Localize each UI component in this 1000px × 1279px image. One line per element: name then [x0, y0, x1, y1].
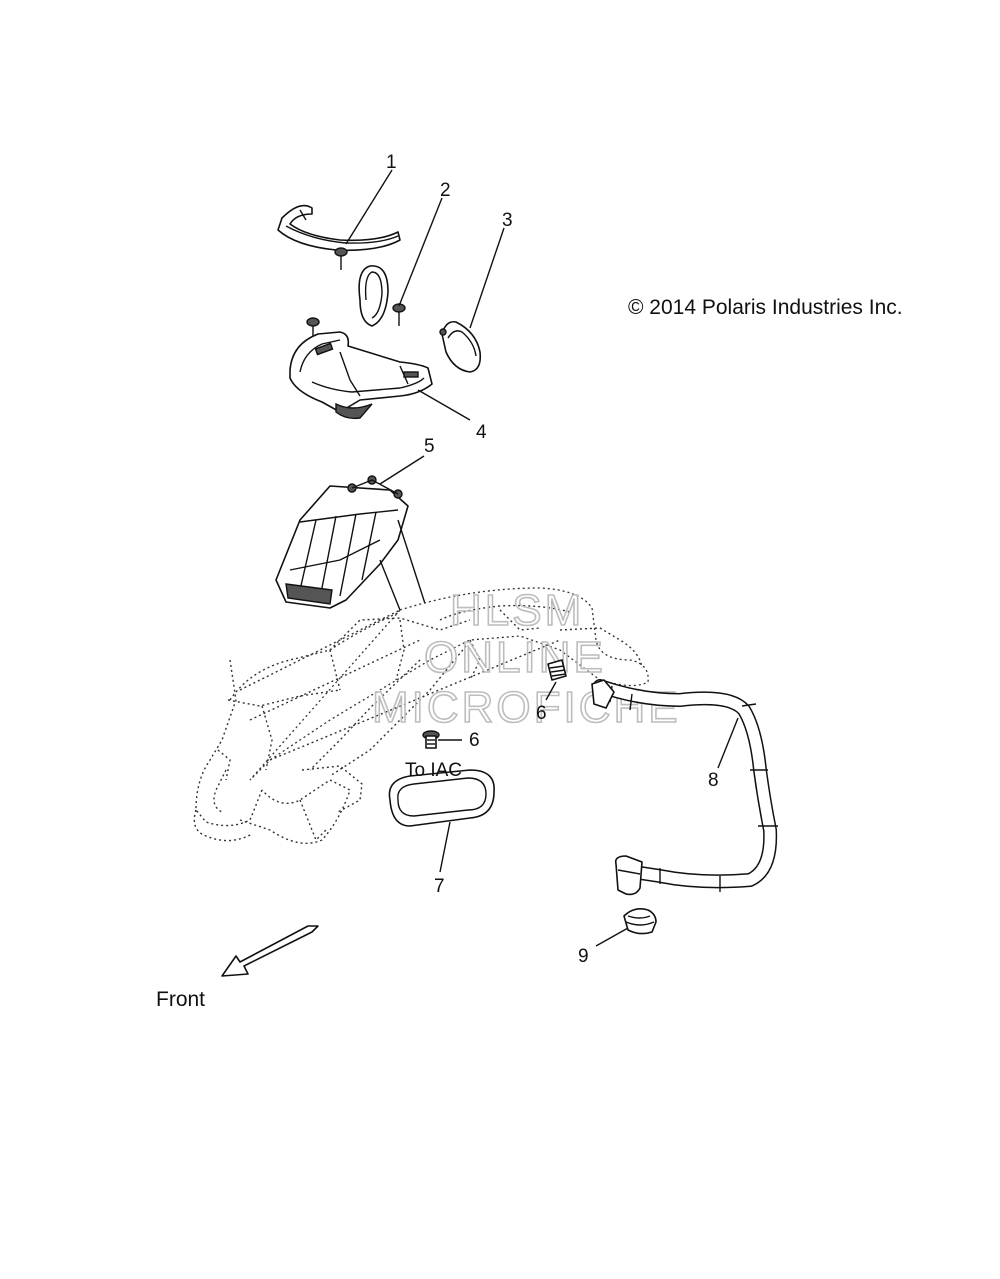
bolt-b: [306, 317, 320, 338]
front-label: Front: [156, 988, 205, 1011]
leader-4: [417, 389, 471, 421]
leader-2: [398, 197, 443, 307]
to-iac-label: To IAC: [405, 760, 462, 781]
callout-6-lower: 6: [469, 730, 480, 751]
callout-4: 4: [476, 422, 487, 443]
leader-7: [439, 821, 451, 873]
part-7-gasket: [388, 769, 495, 827]
leader-6a: [545, 681, 557, 701]
callout-5: 5: [424, 436, 435, 457]
leader-3: [469, 227, 505, 329]
callout-3: 3: [502, 210, 513, 231]
part-3-clamp-a: [358, 265, 389, 327]
part-6-fitting-upper: [547, 659, 567, 681]
part-1-seal-strip: [277, 204, 401, 252]
leader-5: [379, 455, 425, 485]
part-5-airbox: [275, 475, 409, 609]
copyright-text: © 2014 Polaris Industries Inc.: [628, 296, 903, 319]
front-arrow-icon: [221, 925, 319, 977]
callout-6-upper: 6: [536, 703, 547, 724]
callout-9: 9: [578, 946, 589, 967]
leader-8: [717, 717, 739, 769]
part-8-hose: [591, 679, 778, 896]
part-2-bolts: [306, 247, 406, 338]
bolt-c: [392, 303, 406, 326]
part-3-clamp-b: [439, 320, 482, 373]
callout-7: 7: [434, 876, 445, 897]
watermark-line2: ONLINE: [424, 633, 606, 682]
part-4-bracket: [289, 331, 433, 420]
bolt-a: [334, 247, 348, 270]
callout-2: 2: [440, 180, 451, 201]
leader-9: [595, 927, 629, 947]
watermark-line1: HLSM: [450, 586, 584, 635]
part-6-fitting-lower: [422, 730, 440, 749]
callout-1: 1: [386, 152, 397, 173]
callout-8: 8: [708, 770, 719, 791]
part-9-clamp: [623, 908, 657, 935]
leader-1: [345, 169, 393, 245]
